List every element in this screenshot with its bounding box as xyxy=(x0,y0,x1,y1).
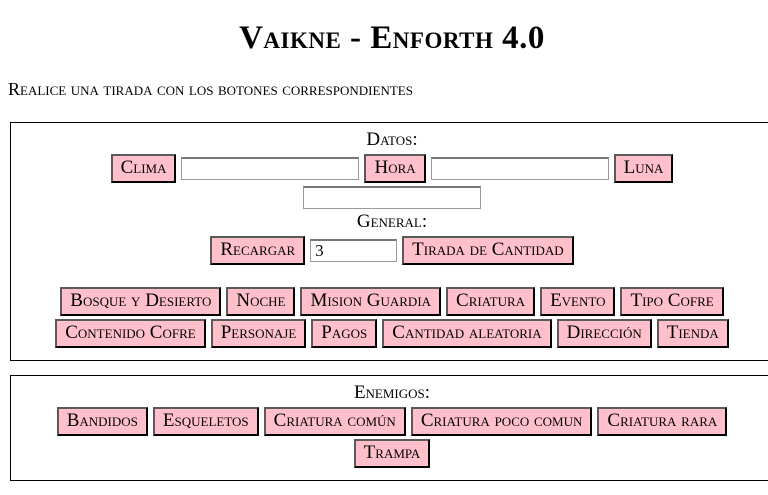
result-input[interactable] xyxy=(303,185,481,209)
bandidos-button[interactable]: Bandidos xyxy=(56,406,148,436)
result-row xyxy=(15,185,768,209)
personaje-button[interactable]: Personaje xyxy=(210,318,307,348)
tienda-button[interactable]: Tienda xyxy=(656,318,729,348)
criatura-rara-button[interactable]: Criatura rara xyxy=(597,406,728,436)
datos-row: Clima Hora Luna xyxy=(15,154,768,183)
trampa-button[interactable]: Trampa xyxy=(353,438,431,468)
page-title: Vaikne - Enforth 4.0 xyxy=(239,20,545,56)
general-heading: General: xyxy=(356,210,428,232)
direccion-button[interactable]: Dirección xyxy=(556,318,652,348)
criatura-button[interactable]: Criatura xyxy=(446,286,536,316)
noche-button[interactable]: Noche xyxy=(226,286,296,316)
criatura-comun-button[interactable]: Criatura común xyxy=(263,406,406,436)
recargar-button[interactable]: Recargar xyxy=(210,235,306,265)
enemigos-heading: Enemigos: xyxy=(353,381,431,403)
esqueletos-button[interactable]: Esqueletos xyxy=(152,406,259,436)
tirada-de-cantidad-button[interactable]: Tirada de Cantidad xyxy=(402,235,574,265)
contenido-cofre-button[interactable]: Contenido Cofre xyxy=(55,318,206,348)
luna-button[interactable]: Luna xyxy=(613,154,674,183)
roll-buttons-row-1: Bosque y Desierto Noche Mision Guardia C… xyxy=(15,286,768,316)
datos-panel: Datos: Clima Hora Luna General: Recargar… xyxy=(10,122,768,361)
clima-button[interactable]: Clima xyxy=(110,154,177,183)
enemigos-panel: Enemigos: Bandidos Esqueletos Criatura c… xyxy=(10,374,768,481)
hora-input[interactable] xyxy=(430,156,609,180)
bosque-y-desierto-button[interactable]: Bosque y Desierto xyxy=(60,286,222,316)
clima-input[interactable] xyxy=(181,156,360,180)
hora-button[interactable]: Hora xyxy=(364,154,426,183)
pagos-button[interactable]: Pagos xyxy=(311,318,378,348)
roll-buttons-group: Bosque y Desierto Noche Mision Guardia C… xyxy=(15,286,768,348)
roll-buttons-row-2: Contenido Cofre Personaje Pagos Cantidad… xyxy=(15,318,768,348)
page-subtitle: Realice una tirada con los botones corre… xyxy=(8,79,413,99)
criatura-poco-comun-button[interactable]: Criatura poco comun xyxy=(410,406,593,436)
evento-button[interactable]: Evento xyxy=(540,286,616,316)
enemy-buttons-row: Bandidos Esqueletos Criatura común Criat… xyxy=(15,406,768,436)
cantidad-aleatoria-button[interactable]: Cantidad aleatoria xyxy=(382,318,552,348)
quantity-input[interactable] xyxy=(310,238,398,262)
datos-heading: Datos: xyxy=(366,129,418,150)
tipo-cofre-button[interactable]: Tipo Cofre xyxy=(620,286,724,316)
mision-guardia-button[interactable]: Mision Guardia xyxy=(300,286,442,316)
trampa-row: Trampa xyxy=(15,438,768,468)
general-row: Recargar Tirada de Cantidad xyxy=(15,235,768,265)
